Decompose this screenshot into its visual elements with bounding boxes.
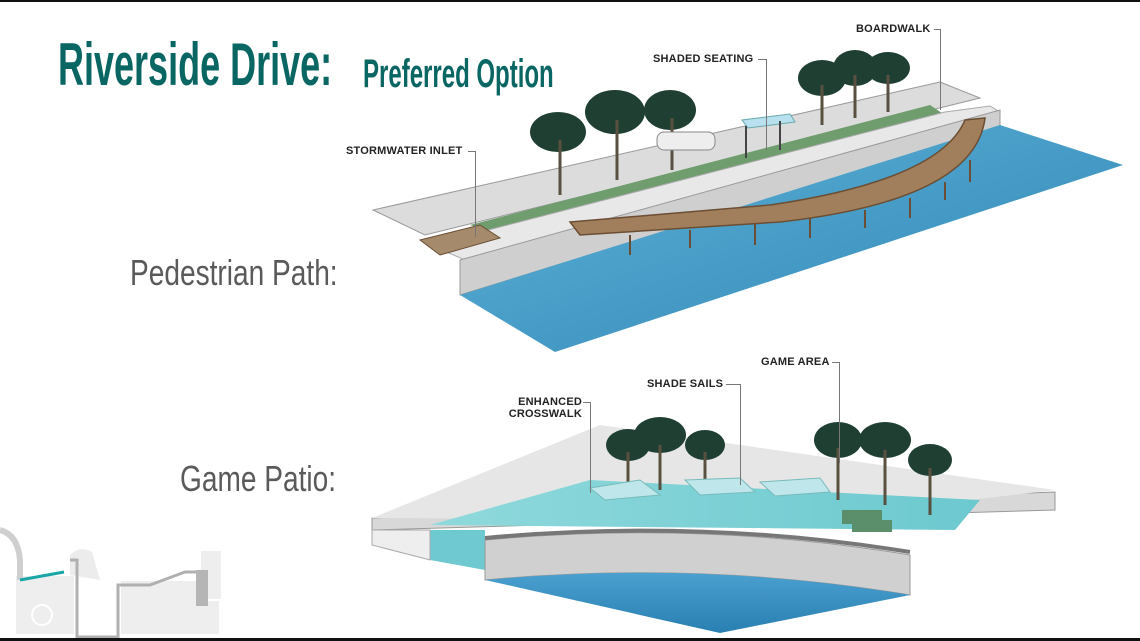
- locator-map: [0, 520, 230, 640]
- leader-line-stormwater: [468, 151, 476, 237]
- top-border: [0, 0, 1140, 2]
- callout-shade-sails: SHADE SAILS: [647, 378, 724, 390]
- leader-line-shaded-seating: [758, 59, 767, 150]
- bottom-border: [0, 638, 1140, 641]
- title-main: Riverside Drive:: [58, 31, 333, 98]
- pedestrian-path-label: Pedestrian Path:: [130, 252, 338, 293]
- callout-enhanced-line1: ENHANCED: [518, 396, 582, 408]
- callout-shaded-seating: SHADED SEATING: [653, 53, 754, 65]
- game-patio-label: Game Patio:: [180, 458, 337, 499]
- leader-line-boardwalk: [934, 29, 941, 110]
- callout-boardwalk: BOARDWALK: [856, 23, 931, 35]
- leader-line-shade-sails: [726, 384, 741, 485]
- leader-line-crosswalk: [583, 402, 591, 493]
- callout-enhanced-line2: CROSSWALK: [508, 408, 582, 420]
- callout-enhanced-crosswalk: ENHANCED CROSSWALK: [507, 396, 582, 420]
- leader-line-game-area: [832, 362, 840, 463]
- title-sub: Preferred Option: [363, 52, 554, 96]
- callout-stormwater-inlet: STORMWATER INLET: [346, 145, 463, 157]
- callout-game-area: GAME AREA: [761, 356, 830, 368]
